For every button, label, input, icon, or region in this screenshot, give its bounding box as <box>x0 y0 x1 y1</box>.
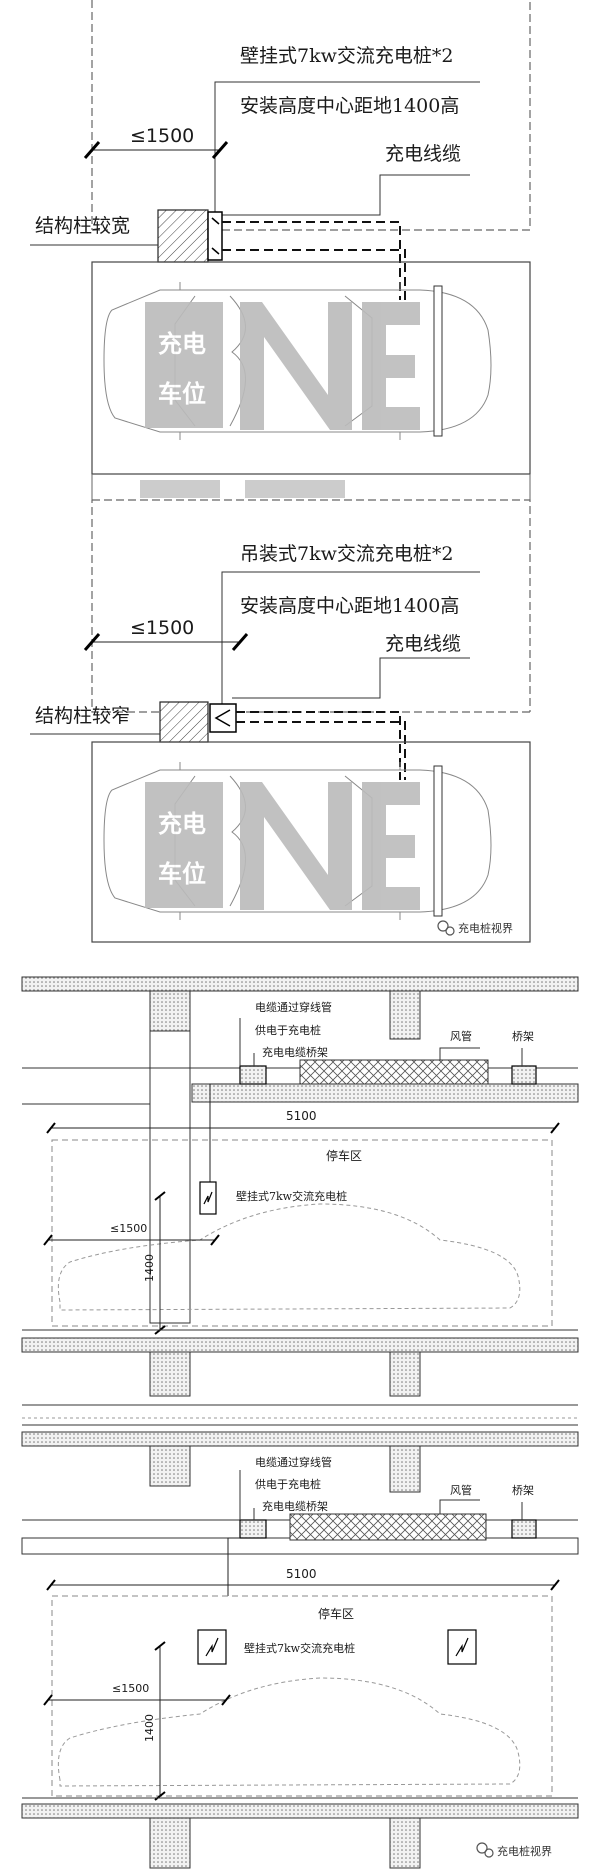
leader-line <box>232 657 470 699</box>
charger-label: 壁挂式7kw交流充电桩 <box>236 1189 347 1203</box>
ceiling-slab <box>191 1083 579 1103</box>
section-top: 电缆通过穿线管 供电于充电桩 充电电缆桥架 风管 桥架 5100 停车区 壁挂式… <box>21 976 579 1419</box>
lightning-icon <box>205 1637 219 1657</box>
charger-symbol <box>214 709 231 727</box>
car-side-outline <box>57 1677 521 1787</box>
bridge <box>511 1519 537 1539</box>
parking-bay <box>91 261 531 475</box>
beam <box>149 1351 191 1397</box>
height-label: 安装高度中心距地1400高 <box>240 95 459 117</box>
source-text: 充电桩视界 <box>497 1844 552 1858</box>
bridge <box>511 1065 537 1085</box>
dimension-text: ≤1500 <box>112 1682 149 1695</box>
section-bottom: 电缆通过穿线管 供电于充电桩 充电电缆桥架 风管 桥架 5100 停车区 壁挂式… <box>21 1424 579 1869</box>
cable-run <box>222 221 401 300</box>
plan-top: ≤1500 壁挂式7kw交流充电桩*2 安装高度中心距地1400高 充电线缆 结… <box>30 0 531 500</box>
dimension-text: ≤1500 <box>110 1222 147 1235</box>
structural-column <box>149 1030 191 1324</box>
duct-label: 风管 <box>450 1483 472 1497</box>
beam <box>149 1445 191 1487</box>
charger-symbol <box>211 217 220 255</box>
plan-bottom: ≤1500 吊装式7kw交流充电桩*2 安装高度中心距地1400高 充电线缆 结… <box>30 499 531 943</box>
beam <box>149 990 191 1032</box>
column-label: 结构柱较宽 <box>35 215 130 237</box>
cable-run <box>222 249 406 300</box>
conduit-line <box>227 1537 240 1596</box>
zone-label: 停车区 <box>326 1148 362 1163</box>
dimension-text: ≤1500 <box>130 617 194 639</box>
watermark-text: 充电 <box>158 810 206 838</box>
floor-slab <box>21 1337 579 1353</box>
watermark-fragment <box>140 480 220 498</box>
watermark-text: 车位 <box>158 860 206 888</box>
floor-slab <box>21 976 579 992</box>
car-side-outline <box>57 1203 521 1311</box>
height-dimension: 1400 <box>143 1254 156 1282</box>
floor-slab <box>21 1431 579 1447</box>
watermark-logo: 充电 车位 <box>145 782 420 910</box>
watermark-text: 充电 <box>158 330 206 358</box>
parking-zone <box>51 1139 553 1327</box>
cable-run <box>236 721 406 780</box>
duct-label: 风管 <box>450 1029 472 1043</box>
beam <box>389 990 421 1040</box>
beam <box>389 1351 421 1397</box>
watermark-logo: 充电 车位 <box>145 302 420 430</box>
structural-column <box>159 701 209 743</box>
dimension-tick <box>83 633 101 651</box>
charger-label: 壁挂式7kw交流充电桩*2 <box>240 45 453 67</box>
tray-label: 充电电缆桥架 <box>262 1499 328 1513</box>
leader-line <box>214 81 480 230</box>
charger-label: 壁挂式7kw交流充电桩 <box>244 1641 355 1655</box>
width-dimension: 5100 <box>286 1567 317 1581</box>
cable-tray <box>239 1065 267 1085</box>
structural-column <box>157 209 209 263</box>
wall-charger <box>207 211 223 261</box>
beam <box>389 1445 421 1493</box>
conduit-label: 电缆通过穿线管 <box>255 1000 332 1014</box>
tray-label: 充电电缆桥架 <box>262 1045 328 1059</box>
air-duct <box>289 1513 487 1541</box>
charger-label: 吊装式7kw交流充电桩*2 <box>240 543 453 565</box>
cable-label: 充电线缆 <box>385 143 461 165</box>
dimension-text: ≤1500 <box>130 125 194 147</box>
conduit-label: 电缆通过穿线管 <box>255 1455 332 1469</box>
dimension-tick <box>211 141 229 159</box>
cable-tray <box>239 1519 267 1539</box>
wechat-icon <box>476 1842 488 1854</box>
hanging-charger <box>209 703 237 733</box>
dimension-tick <box>83 141 101 159</box>
height-dimension: 1400 <box>143 1714 156 1742</box>
watermark-text: 车位 <box>158 380 206 408</box>
watermark-fragment <box>245 480 345 498</box>
column-label: 结构柱较窄 <box>35 705 130 727</box>
source-badge: 充电桩视界 <box>476 1842 552 1858</box>
wechat-icon <box>437 920 449 932</box>
leader-line <box>220 174 470 216</box>
conduit-label: 供电于充电桩 <box>255 1023 321 1037</box>
beam <box>389 1817 421 1869</box>
bridge-label: 桥架 <box>512 1030 534 1043</box>
air-duct <box>299 1059 489 1085</box>
parking-bay <box>91 741 531 943</box>
zone-label: 停车区 <box>318 1606 354 1621</box>
cable-label: 充电线缆 <box>385 633 461 655</box>
leader-line <box>221 571 480 710</box>
bridge-label: 桥架 <box>512 1484 534 1497</box>
width-dimension: 5100 <box>286 1109 317 1123</box>
dashed-zone-outline <box>91 0 531 231</box>
dimension-tick <box>231 633 249 651</box>
beam <box>149 1817 191 1869</box>
height-label: 安装高度中心距地1400高 <box>240 595 459 617</box>
lightning-icon <box>203 1191 213 1205</box>
source-text: 充电桩视界 <box>458 921 513 935</box>
source-badge: 充电桩视界 <box>437 920 513 936</box>
conduit-line <box>209 1083 240 1192</box>
floor-slab <box>21 1803 579 1819</box>
parking-zone <box>51 1595 553 1797</box>
lightning-icon <box>455 1637 469 1657</box>
conduit-label: 供电于充电桩 <box>255 1477 321 1491</box>
